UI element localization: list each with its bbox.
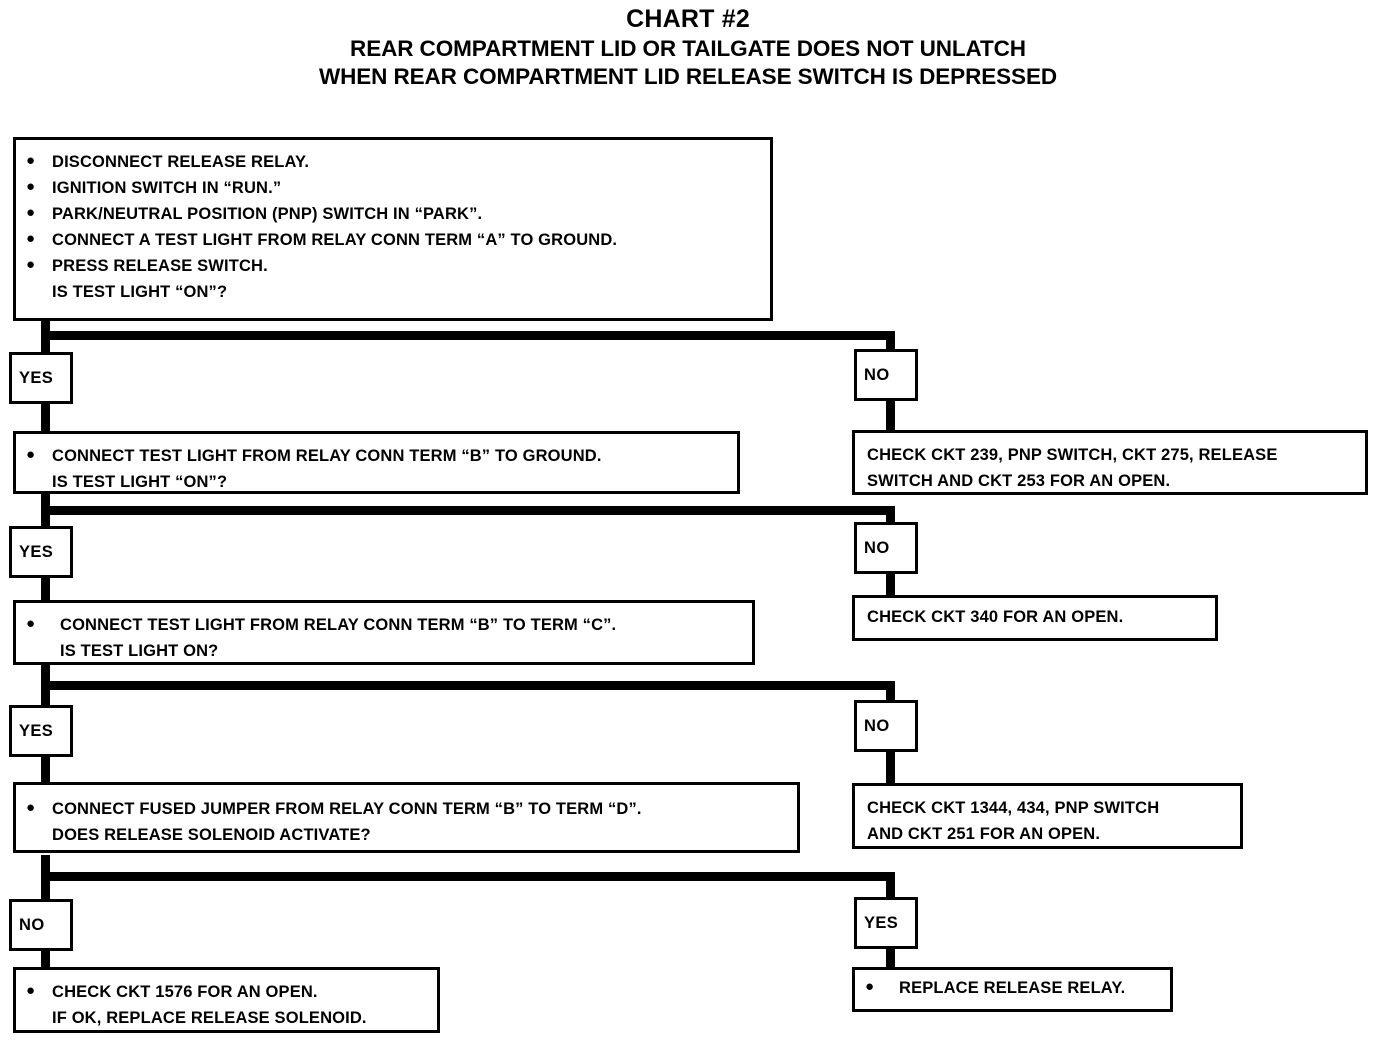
result4-line-2: IF OK, REPLACE RELEASE SOLENOID. bbox=[26, 1005, 427, 1031]
bullet-spacer bbox=[26, 469, 52, 493]
connector-step2-horizontal bbox=[41, 506, 895, 515]
result1-line-1: CHECK CKT 239, PNP SWITCH, CKT 275, RELE… bbox=[867, 446, 1278, 464]
connector-step1-left-stub bbox=[41, 318, 50, 362]
action-box-replace-release-relay[interactable]: ● REPLACE RELEASE RELAY. bbox=[852, 967, 1173, 1012]
connector-step3-horizontal bbox=[41, 681, 895, 690]
connector-step1-horizontal bbox=[41, 331, 895, 340]
chart-subtitle-line-1: REAR COMPARTMENT LID OR TAILGATE DOES NO… bbox=[350, 35, 1026, 61]
step1-question: IS TEST LIGHT “ON”? bbox=[26, 279, 760, 305]
branch-label-yes-2[interactable]: YES bbox=[9, 526, 73, 578]
step1-line-2: ● IGNITION SWITCH IN “RUN.” bbox=[26, 175, 760, 201]
bullet-icon: ● bbox=[26, 204, 36, 222]
bullet-spacer bbox=[26, 822, 52, 846]
step-box-fused-jumper-term-b-to-term-d[interactable]: ● CONNECT FUSED JUMPER FROM RELAY CONN T… bbox=[13, 782, 800, 853]
result3-line-1: CHECK CKT 1344, 434, PNP SWITCH bbox=[867, 799, 1160, 817]
connector-step4-horizontal bbox=[41, 872, 895, 881]
step-box-term-b-to-term-c[interactable]: ● CONNECT TEST LIGHT FROM RELAY CONN TER… bbox=[13, 600, 755, 665]
bullet-spacer bbox=[26, 1005, 52, 1029]
action-box-check-ckt-1576[interactable]: ● CHECK CKT 1576 FOR AN OPEN. IF OK, REP… bbox=[13, 967, 440, 1033]
bullet-icon: ● bbox=[26, 152, 36, 169]
connector-no1-to-result1 bbox=[886, 397, 895, 437]
step1-line-1: ● DISCONNECT RELEASE RELAY. bbox=[26, 149, 760, 175]
step1-line-5: ● PRESS RELEASE SWITCH. bbox=[26, 253, 760, 279]
action-box-check-ckt-239[interactable]: CHECK CKT 239, PNP SWITCH, CKT 275, RELE… bbox=[852, 430, 1368, 495]
branch-label-no-4[interactable]: NO bbox=[9, 899, 73, 951]
branch-label-no-3[interactable]: NO bbox=[854, 700, 918, 752]
bullet-icon: ● bbox=[865, 978, 875, 995]
branch-label-no-2[interactable]: NO bbox=[854, 522, 918, 574]
bullet-icon: ● bbox=[26, 446, 36, 463]
result1-line-2: SWITCH AND CKT 253 FOR AN OPEN. bbox=[867, 472, 1171, 491]
result3-line-2: AND CKT 251 FOR AN OPEN. bbox=[867, 825, 1101, 844]
branch-label-yes-1[interactable]: YES bbox=[9, 352, 73, 404]
step2-question: IS TEST LIGHT “ON”? bbox=[26, 469, 727, 495]
result4-line-1: ● CHECK CKT 1576 FOR AN OPEN. bbox=[26, 979, 427, 1005]
bullet-spacer bbox=[26, 638, 60, 662]
step3-question: IS TEST LIGHT ON? bbox=[26, 638, 742, 664]
bullet-icon: ● bbox=[26, 799, 36, 816]
chart-title-block: CHART #2 REAR COMPARTMENT LID OR TAILGAT… bbox=[0, 4, 1376, 92]
bullet-icon: ● bbox=[26, 178, 36, 196]
branch-label-yes-4[interactable]: YES bbox=[854, 897, 918, 949]
step3-line-1: ● CONNECT TEST LIGHT FROM RELAY CONN TER… bbox=[26, 612, 742, 638]
step-box-initial-conditions[interactable]: ● DISCONNECT RELEASE RELAY. ● IGNITION S… bbox=[13, 137, 773, 321]
connector-yes4-to-result5 bbox=[886, 940, 895, 970]
connector-no4-to-result4 bbox=[41, 942, 50, 972]
bullet-spacer bbox=[26, 279, 52, 303]
action-box-check-ckt-1344[interactable]: CHECK CKT 1344, 434, PNP SWITCH AND CKT … bbox=[852, 783, 1243, 849]
bullet-icon: ● bbox=[26, 615, 36, 632]
bullet-icon: ● bbox=[26, 230, 36, 248]
step4-question: DOES RELEASE SOLENOID ACTIVATE? bbox=[26, 822, 787, 848]
chart-subtitle-line-2: WHEN REAR COMPARTMENT LID RELEASE SWITCH… bbox=[318, 64, 1058, 90]
bullet-icon: ● bbox=[26, 982, 36, 999]
branch-label-yes-3[interactable]: YES bbox=[9, 705, 73, 757]
connector-no3-to-result3 bbox=[886, 748, 895, 786]
connector-no2-to-result2 bbox=[886, 570, 895, 603]
branch-label-no-1[interactable]: NO bbox=[854, 349, 918, 401]
chart-title: CHART #2 bbox=[626, 5, 750, 33]
step1-line-4: ● CONNECT A TEST LIGHT FROM RELAY CONN T… bbox=[26, 227, 760, 253]
step1-line-3: ● PARK/NEUTRAL POSITION (PNP) SWITCH IN … bbox=[26, 201, 760, 227]
result5-line-1: ● REPLACE RELEASE RELAY. bbox=[865, 975, 1160, 1001]
connector-step3-right-stub bbox=[886, 681, 895, 711]
bullet-icon: ● bbox=[26, 256, 36, 274]
action-box-check-ckt-340[interactable]: CHECK CKT 340 FOR AN OPEN. bbox=[852, 595, 1218, 641]
connector-yes3-to-step4 bbox=[41, 752, 50, 787]
connector-yes1-to-step2 bbox=[41, 400, 50, 440]
step4-line-1: ● CONNECT FUSED JUMPER FROM RELAY CONN T… bbox=[26, 796, 787, 822]
connector-yes2-to-step3 bbox=[41, 574, 50, 612]
result2-line-1: CHECK CKT 340 FOR AN OPEN. bbox=[867, 608, 1124, 626]
step-box-term-b-to-ground[interactable]: ● CONNECT TEST LIGHT FROM RELAY CONN TER… bbox=[13, 431, 740, 494]
step2-line-1: ● CONNECT TEST LIGHT FROM RELAY CONN TER… bbox=[26, 443, 727, 469]
connector-step4-right-stub bbox=[886, 872, 895, 903]
